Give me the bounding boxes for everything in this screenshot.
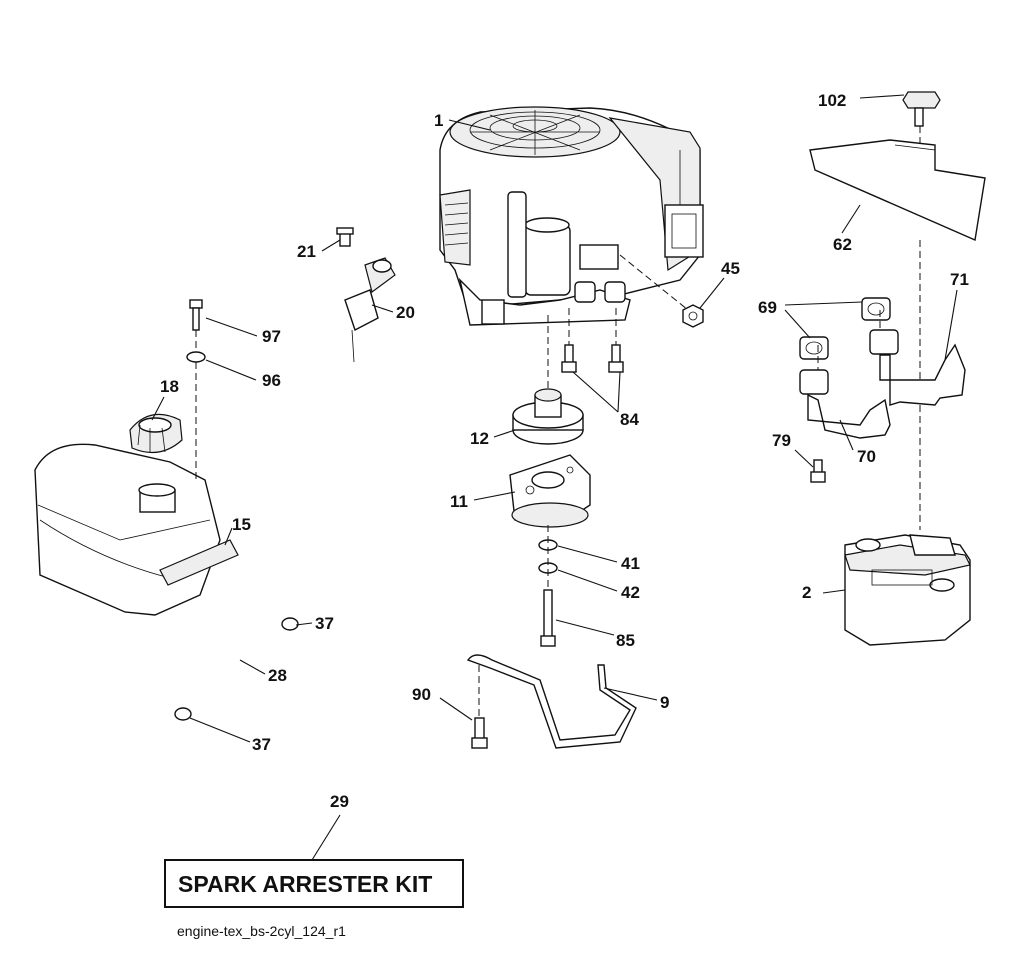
callout-37b: 37 [252, 735, 271, 754]
callout-2: 2 [802, 583, 811, 602]
callout-85: 85 [616, 631, 635, 650]
callout-71: 71 [950, 270, 969, 289]
callout-84: 84 [620, 410, 639, 429]
throttle-bracket [336, 227, 396, 363]
pulley [512, 315, 584, 445]
callout-102: 102 [818, 91, 846, 110]
callout-21: 21 [297, 242, 316, 261]
fuel-line [174, 617, 299, 721]
spark-arrester-kit: SPARK ARRESTER KIT [164, 859, 464, 908]
callout-79: 79 [772, 431, 791, 450]
callout-41: 41 [621, 554, 640, 573]
engine [439, 106, 704, 326]
reference-code: engine-tex_bs-2cyl_124_r1 [177, 923, 346, 939]
exhaust-pipes [799, 297, 966, 483]
callout-20: 20 [396, 303, 415, 322]
callout-12: 12 [470, 429, 489, 448]
callout-96: 96 [262, 371, 281, 390]
mount-bracket [466, 654, 637, 749]
callout-9: 9 [660, 693, 669, 712]
muffler [844, 534, 971, 646]
callout-62: 62 [833, 235, 852, 254]
tank-screw-washer [186, 299, 206, 480]
callout-90: 90 [412, 685, 431, 704]
clutch-washers-bolt [538, 525, 558, 647]
callout-29: 29 [330, 792, 349, 811]
pto-clutch [509, 454, 591, 528]
fuel-tank [34, 443, 239, 616]
callout-labels: 1 2 9 11 12 15 18 20 21 28 29 37 37 41 4… [160, 91, 969, 811]
engine-bolts [561, 308, 624, 373]
leader-lines [151, 94, 958, 861]
callout-97: 97 [262, 327, 281, 346]
callout-45: 45 [721, 259, 740, 278]
callout-37a: 37 [315, 614, 334, 633]
nut [619, 254, 704, 328]
callout-42: 42 [621, 583, 640, 602]
fuel-cap [129, 413, 183, 454]
callout-15: 15 [232, 515, 251, 534]
callout-11: 11 [450, 492, 468, 511]
callout-18: 18 [160, 377, 179, 396]
callout-69: 69 [758, 298, 777, 317]
kit-label: SPARK ARRESTER KIT [178, 871, 432, 897]
callout-28: 28 [268, 666, 287, 685]
callout-1: 1 [434, 111, 443, 130]
heat-shield [809, 91, 986, 530]
callout-70: 70 [857, 447, 876, 466]
